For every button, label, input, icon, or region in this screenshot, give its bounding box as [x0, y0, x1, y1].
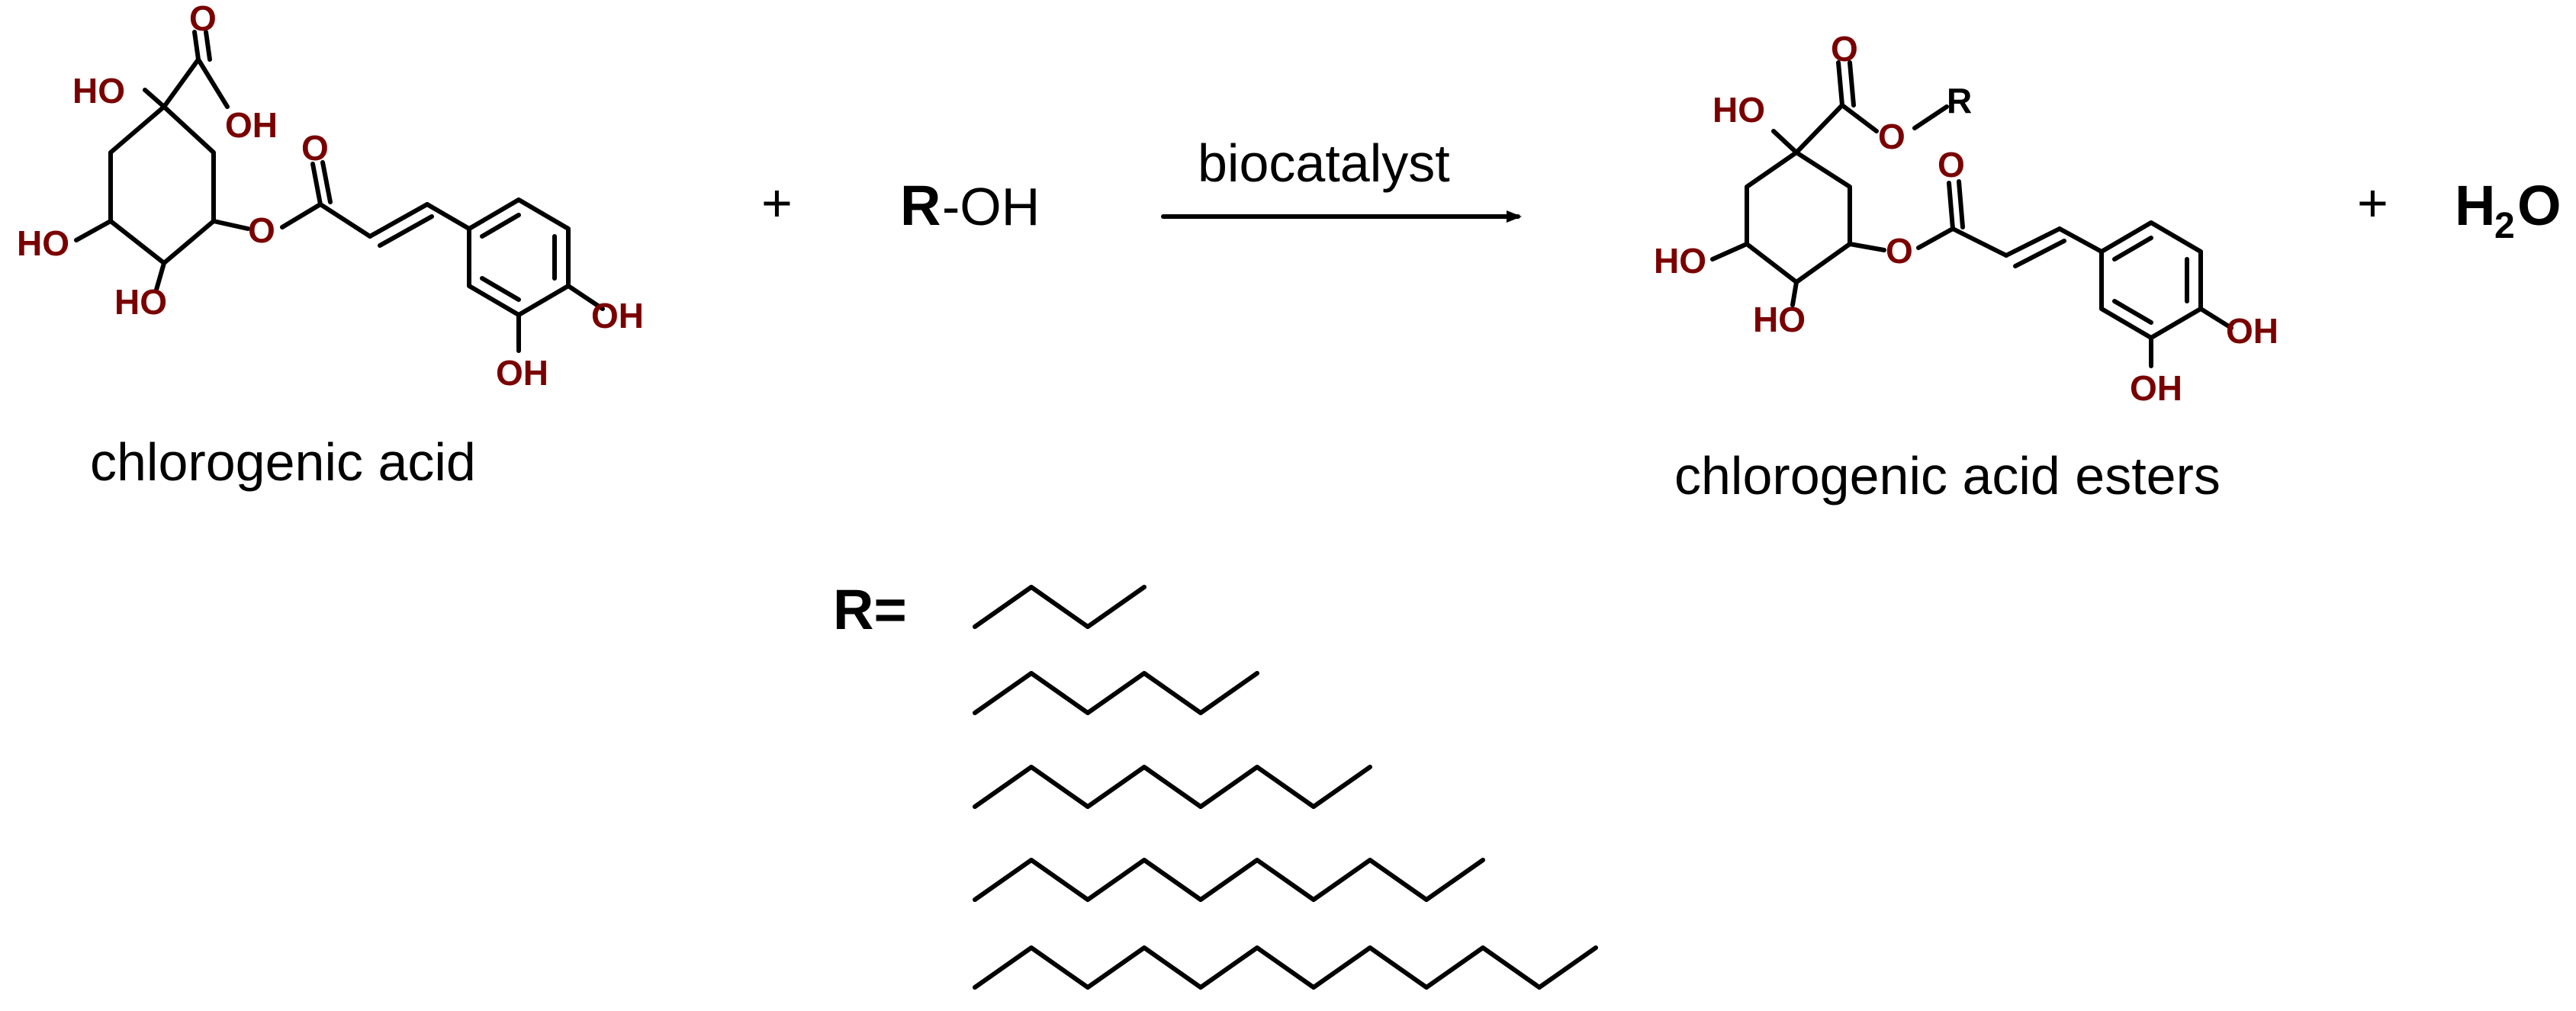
- water-formula: H 2 O: [2455, 174, 2562, 246]
- catalyst-label: biocatalyst: [1198, 133, 1450, 193]
- product-catechol-ring: [2099, 220, 2233, 368]
- reactant-ho-bottom: HO: [114, 282, 167, 322]
- chlorogenic-acid-ester-structure: HO O O R O O HO HO OH OH: [1654, 29, 2279, 408]
- alkyl-chain-c10: [973, 858, 1485, 902]
- product-oh-para: OH: [2226, 311, 2279, 351]
- reactant-ho-left: HO: [17, 223, 69, 263]
- water-h: H: [2455, 174, 2495, 237]
- product-r-group: R: [1947, 81, 1972, 120]
- alkyl-chain-c4: [973, 585, 1146, 629]
- plus-sign-2: +: [2357, 173, 2388, 233]
- chlorogenic-acid-structure: HO O OH O O HO HO OH OH: [17, 0, 644, 393]
- reactant-oh-para: OH: [591, 296, 644, 335]
- product-o-ester-carbonyl: O: [1938, 145, 1965, 185]
- reaction-arrow: [1161, 210, 1522, 223]
- alcohol-oh: -OH: [942, 177, 1040, 236]
- reactant-o-ester-carbonyl: O: [301, 128, 329, 168]
- product-quinic-ring: [1710, 60, 1949, 307]
- product-ho-left: HO: [1654, 241, 1706, 281]
- reactant-oh-meta: OH: [496, 353, 548, 393]
- reactant-o-ester: O: [248, 210, 275, 250]
- alcohol-r: R: [900, 174, 941, 237]
- product-ho-top: HO: [1713, 90, 1765, 130]
- water-o: O: [2517, 174, 2562, 237]
- reactant-ho-top: HO: [72, 71, 125, 111]
- alkyl-chain-c12: [973, 945, 1598, 990]
- product-o-ester: O: [1886, 231, 1913, 271]
- quinic-ring: [74, 30, 250, 292]
- product-o-carbonyl: O: [1831, 29, 1858, 69]
- catechol-ring: [467, 197, 605, 353]
- r-definition-label: R=: [833, 578, 907, 641]
- product-ho-bottom: HO: [1753, 300, 1806, 339]
- caffeoyl-chain: [280, 160, 471, 248]
- product-oh-meta: OH: [2130, 368, 2182, 408]
- product-name: chlorogenic acid esters: [1674, 446, 2221, 505]
- plus-sign-1: +: [761, 173, 793, 233]
- reactant-o-carbonyl: O: [189, 0, 217, 38]
- reactant-oh-acid: OH: [225, 105, 278, 145]
- product-caffeoyl-chain: [1916, 179, 2104, 268]
- water-subscript-2: 2: [2494, 206, 2515, 246]
- product-o-ester-acid: O: [1878, 117, 1905, 156]
- reactant-name: chlorogenic acid: [90, 432, 476, 492]
- alkyl-chain-c8: [973, 765, 1372, 809]
- alkyl-chains: [973, 585, 1598, 990]
- alkyl-chain-c6: [973, 671, 1259, 715]
